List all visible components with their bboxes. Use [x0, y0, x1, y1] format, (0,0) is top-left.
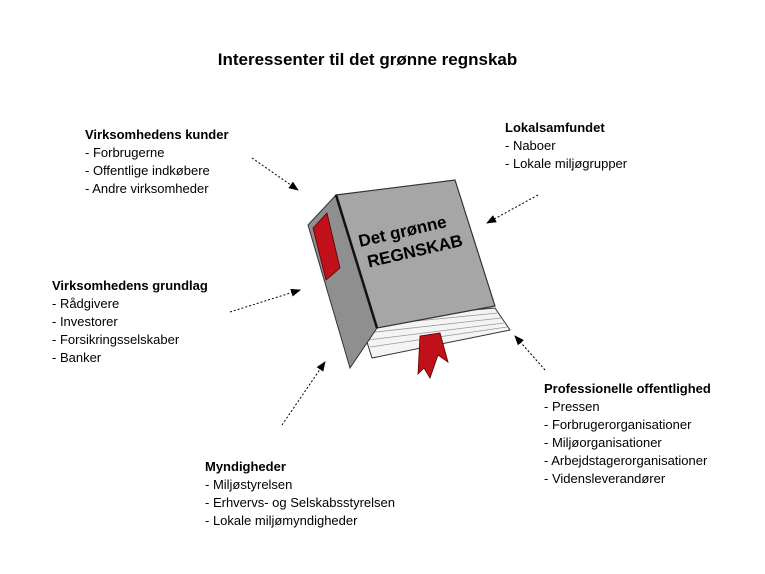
- spine-ribbon: [312, 212, 341, 281]
- list-item: - Investorer: [52, 314, 118, 329]
- group-kunder: Virksomhedens kunder - Forbrugerne - Off…: [85, 126, 229, 198]
- arrow-grundlag: [229, 288, 301, 313]
- page-title: Interessenter til det grønne regnskab: [217, 50, 518, 69]
- arrow-myndigheder: [281, 361, 326, 426]
- group-grundlag-heading: Virksomhedens grundlag: [52, 278, 208, 293]
- group-myndigheder-heading: Myndigheder: [205, 459, 286, 474]
- list-item: - Rådgivere: [52, 296, 120, 311]
- group-myndigheder: Myndigheder - Miljøstyrelsen - Erhvervs-…: [205, 458, 395, 530]
- list-item: - Miljøstyrelsen: [205, 477, 293, 492]
- arrow-profession: [514, 335, 546, 371]
- arrow-lokal: [486, 194, 539, 224]
- list-item: - Banker: [52, 350, 102, 365]
- list-item: - Lokale miljøgrupper: [505, 156, 628, 171]
- group-lokal-heading: Lokalsamfundet: [505, 120, 605, 135]
- list-item: - Arbejdstagerorganisationer: [544, 453, 708, 468]
- group-lokal: Lokalsamfundet - Naboer - Lokale miljøgr…: [505, 119, 627, 173]
- list-item: - Andre virksomheder: [85, 181, 209, 196]
- arrow-kunder: [251, 157, 299, 191]
- group-kunder-heading: Virksomhedens kunder: [85, 127, 229, 142]
- list-item: - Vidensleverandører: [544, 471, 666, 486]
- list-item: - Naboer: [505, 138, 556, 153]
- group-grundlag: Virksomhedens grundlag - Rådgivere - Inv…: [52, 277, 208, 367]
- list-item: - Pressen: [544, 399, 600, 414]
- list-item: - Forsikringsselskaber: [52, 332, 180, 347]
- bookmark-ribbon: [417, 332, 449, 379]
- list-item: - Lokale miljømyndigheder: [205, 513, 358, 528]
- group-profession: Professionelle offentlighed - Pressen - …: [544, 380, 711, 488]
- book-icon: Det grønne REGNSKAB: [307, 179, 511, 379]
- list-item: - Forbrugerorganisationer: [544, 417, 692, 432]
- list-item: - Miljøorganisationer: [544, 435, 662, 450]
- group-profession-heading: Professionelle offentlighed: [544, 381, 711, 396]
- list-item: - Forbrugerne: [85, 145, 165, 160]
- list-item: - Erhvervs- og Selskabsstyrelsen: [205, 495, 396, 510]
- list-item: - Offentlige indkøbere: [85, 163, 210, 178]
